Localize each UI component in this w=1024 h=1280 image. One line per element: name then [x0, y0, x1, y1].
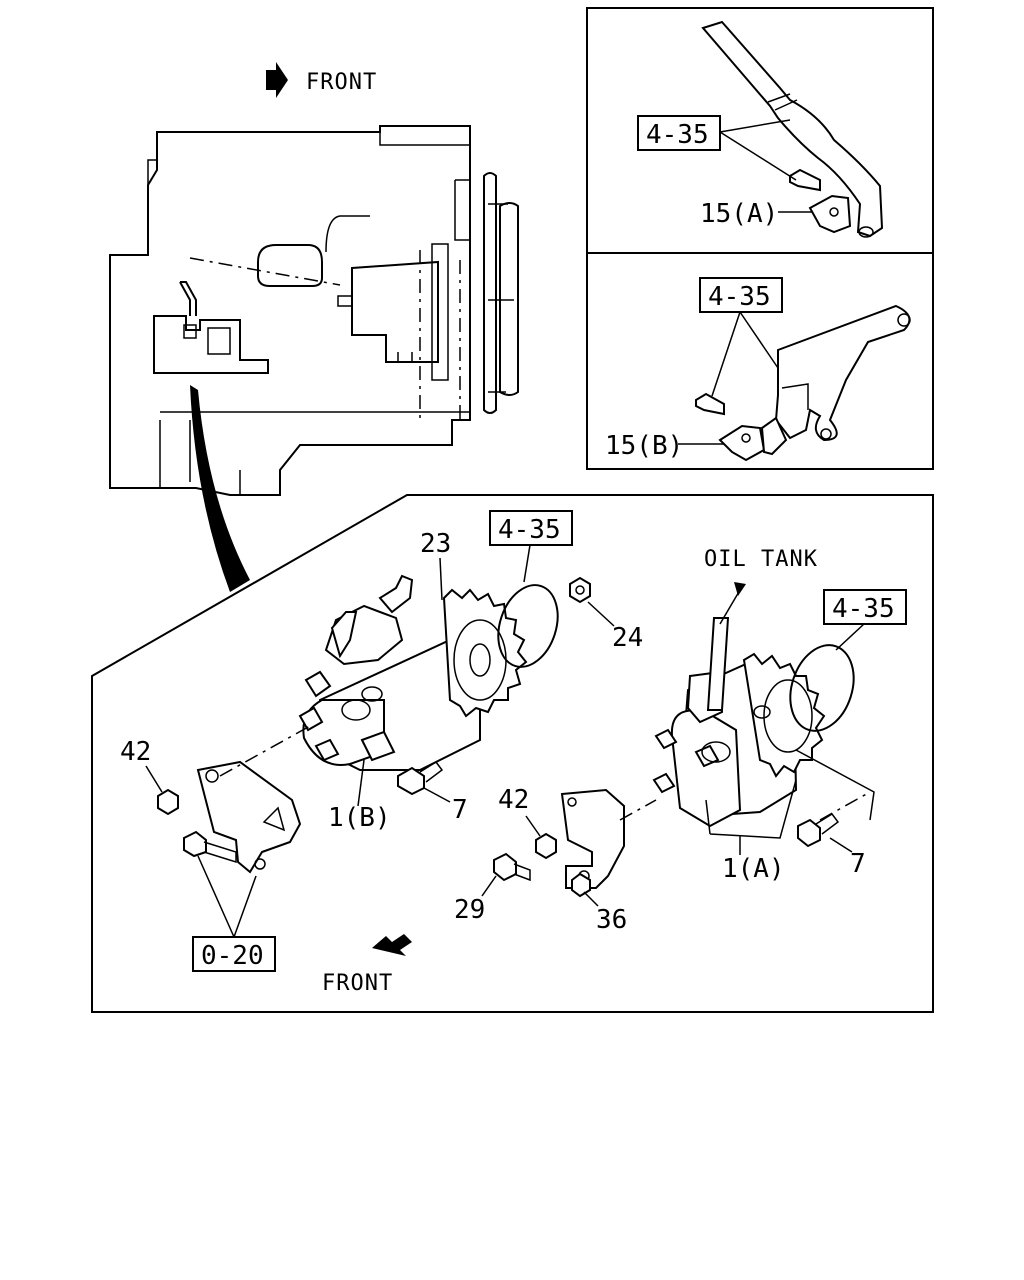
part-7-right-label: 7 [850, 849, 866, 879]
part-24-label: 24 [612, 623, 643, 653]
detail-leader-arrow [190, 385, 250, 592]
inset-b-ref: 4-35 [708, 282, 771, 312]
inset-a-ref: 4-35 [646, 120, 709, 150]
pump-1b [157, 574, 591, 874]
inset-b-part-label: 15(B) [605, 431, 683, 461]
main-detail: 4-35 4-35 0-20 23 24 42 1(B) 7 42 1(A) 7… [91, 494, 934, 1013]
engine-overview: FRONT [109, 62, 519, 592]
ref-left-label: 4-35 [498, 515, 561, 545]
part-42-left-label: 42 [120, 737, 151, 767]
pump-1a [493, 582, 871, 898]
inset-a-part-label: 15(A) [700, 199, 778, 229]
ref-right-label: 4-35 [832, 594, 895, 624]
part-1a-label: 1(A) [722, 854, 785, 884]
ref-bottom-label: 0-20 [201, 941, 264, 971]
part-23-label: 23 [420, 529, 451, 559]
inset-b: 4-35 15(B) [586, 252, 934, 470]
ref-box-right [823, 589, 907, 625]
ref-box-left [489, 510, 573, 546]
part-36-label: 36 [596, 905, 627, 935]
part-42-mid-label: 42 [498, 785, 529, 815]
main-front-label: FRONT [322, 971, 393, 996]
ref-box-bottom [192, 936, 276, 972]
part-1b-label: 1(B) [328, 803, 391, 833]
part-29-label: 29 [454, 895, 485, 925]
part-7-left-label: 7 [452, 795, 468, 825]
front-arrow-icon [266, 62, 288, 98]
inset-a: 4-35 15(A) [586, 7, 934, 254]
overview-front-label: FRONT [306, 70, 377, 95]
oil-tank-label: OIL TANK [704, 547, 818, 572]
front-arrow-bottom-icon [372, 934, 412, 956]
